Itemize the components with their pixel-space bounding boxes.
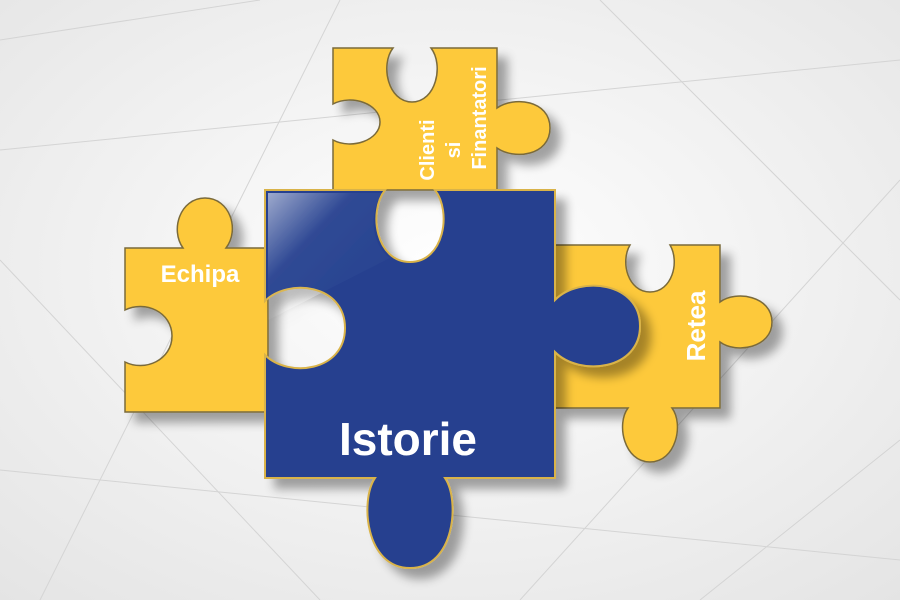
puzzle-piece-clienti: Clienti si Finantatori xyxy=(332,47,551,191)
istorie-piece-shape xyxy=(264,189,642,570)
istorie-gloss xyxy=(268,193,390,320)
echipa-piece-shape xyxy=(124,197,269,413)
puzzle-piece-echipa: Echipa xyxy=(124,197,269,413)
clienti-label-line-1: Clienti xyxy=(417,119,439,180)
puzzle-piece-istorie: Istorie xyxy=(264,189,642,570)
istorie-label: Istorie xyxy=(339,413,477,465)
retea-label: Retea xyxy=(681,290,711,361)
clienti-label-line-2: si xyxy=(443,142,465,159)
clienti-label-line-3: Finantatori xyxy=(469,66,491,169)
clienti-label: Clienti si Finantatori xyxy=(417,66,491,180)
echipa-label: Echipa xyxy=(161,261,240,288)
clienti-piece-shape xyxy=(332,47,551,191)
